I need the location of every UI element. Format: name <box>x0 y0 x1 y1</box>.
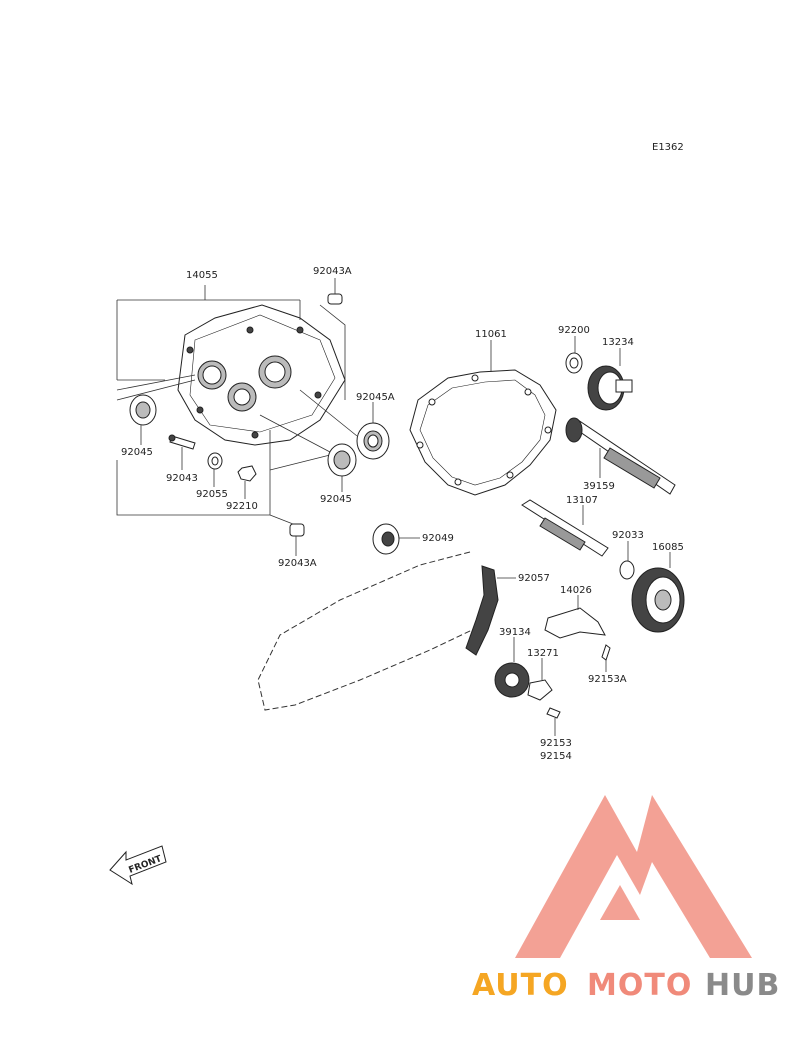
label-92045-mid: 92045 <box>320 494 352 505</box>
watermark-brand-hub: HUB <box>705 968 780 1003</box>
label-92154: 92154 <box>540 751 572 762</box>
label-14026: 14026 <box>560 585 592 596</box>
label-92045-left: 92045 <box>121 447 153 458</box>
label-92049: 92049 <box>422 533 454 544</box>
label-92043A-top: 92043A <box>313 266 352 277</box>
lock-plate-13271[interactable] <box>527 679 553 701</box>
shaft-13107[interactable] <box>521 499 609 557</box>
label-92043A-bottom: 92043A <box>278 558 317 569</box>
crankcase-cover-14055[interactable] <box>177 304 346 446</box>
label-11061: 11061 <box>475 329 507 340</box>
oil-seal-92049[interactable] <box>372 523 400 555</box>
bolt-92153[interactable] <box>546 707 561 719</box>
label-39159: 39159 <box>583 481 615 492</box>
diagram-code: E1362 <box>652 142 684 153</box>
label-14055: 14055 <box>186 270 218 281</box>
circlip-92033[interactable] <box>619 560 635 580</box>
front-direction-marker: FRONT <box>109 845 167 886</box>
bearing-92045-mid[interactable] <box>327 443 357 477</box>
automotohub-watermark: AUTO MOTO HUB <box>472 795 780 1003</box>
label-92057: 92057 <box>518 573 550 584</box>
pin-bolt-92043[interactable] <box>168 434 196 450</box>
drive-chain-92057[interactable] <box>257 551 499 711</box>
washer-92200[interactable] <box>565 352 583 374</box>
cover-plate-14026[interactable] <box>544 607 606 639</box>
label-13107: 13107 <box>566 495 598 506</box>
label-92043: 92043 <box>166 473 198 484</box>
label-92153A: 92153A <box>588 674 627 685</box>
label-13234: 13234 <box>602 337 634 348</box>
nut-92210[interactable] <box>237 465 257 482</box>
sprocket-39134[interactable] <box>494 662 530 698</box>
bolt-92153A[interactable] <box>601 644 611 661</box>
gear-13234[interactable] <box>587 365 633 411</box>
washer-92055[interactable] <box>207 452 223 470</box>
label-92153: 92153 <box>540 738 572 749</box>
label-92200: 92200 <box>558 325 590 336</box>
bearing-92045A[interactable] <box>356 422 390 460</box>
gear-16085[interactable] <box>631 567 685 633</box>
label-92033: 92033 <box>612 530 644 541</box>
label-92045A: 92045A <box>356 392 395 403</box>
watermark-brand-auto: AUTO <box>472 968 569 1003</box>
watermark-brand-moto: MOTO <box>587 968 692 1003</box>
label-39134: 39134 <box>499 627 531 638</box>
shaft-39159[interactable] <box>565 417 676 495</box>
gasket-11061[interactable] <box>409 369 557 496</box>
label-13271: 13271 <box>527 648 559 659</box>
bearing-92045-left[interactable] <box>129 394 157 426</box>
dowel-pin-92043A-top[interactable] <box>327 293 343 305</box>
label-92210: 92210 <box>226 501 258 512</box>
label-92055: 92055 <box>196 489 228 500</box>
dowel-pin-92043A-bottom[interactable] <box>289 523 305 537</box>
label-16085: 16085 <box>652 542 684 553</box>
